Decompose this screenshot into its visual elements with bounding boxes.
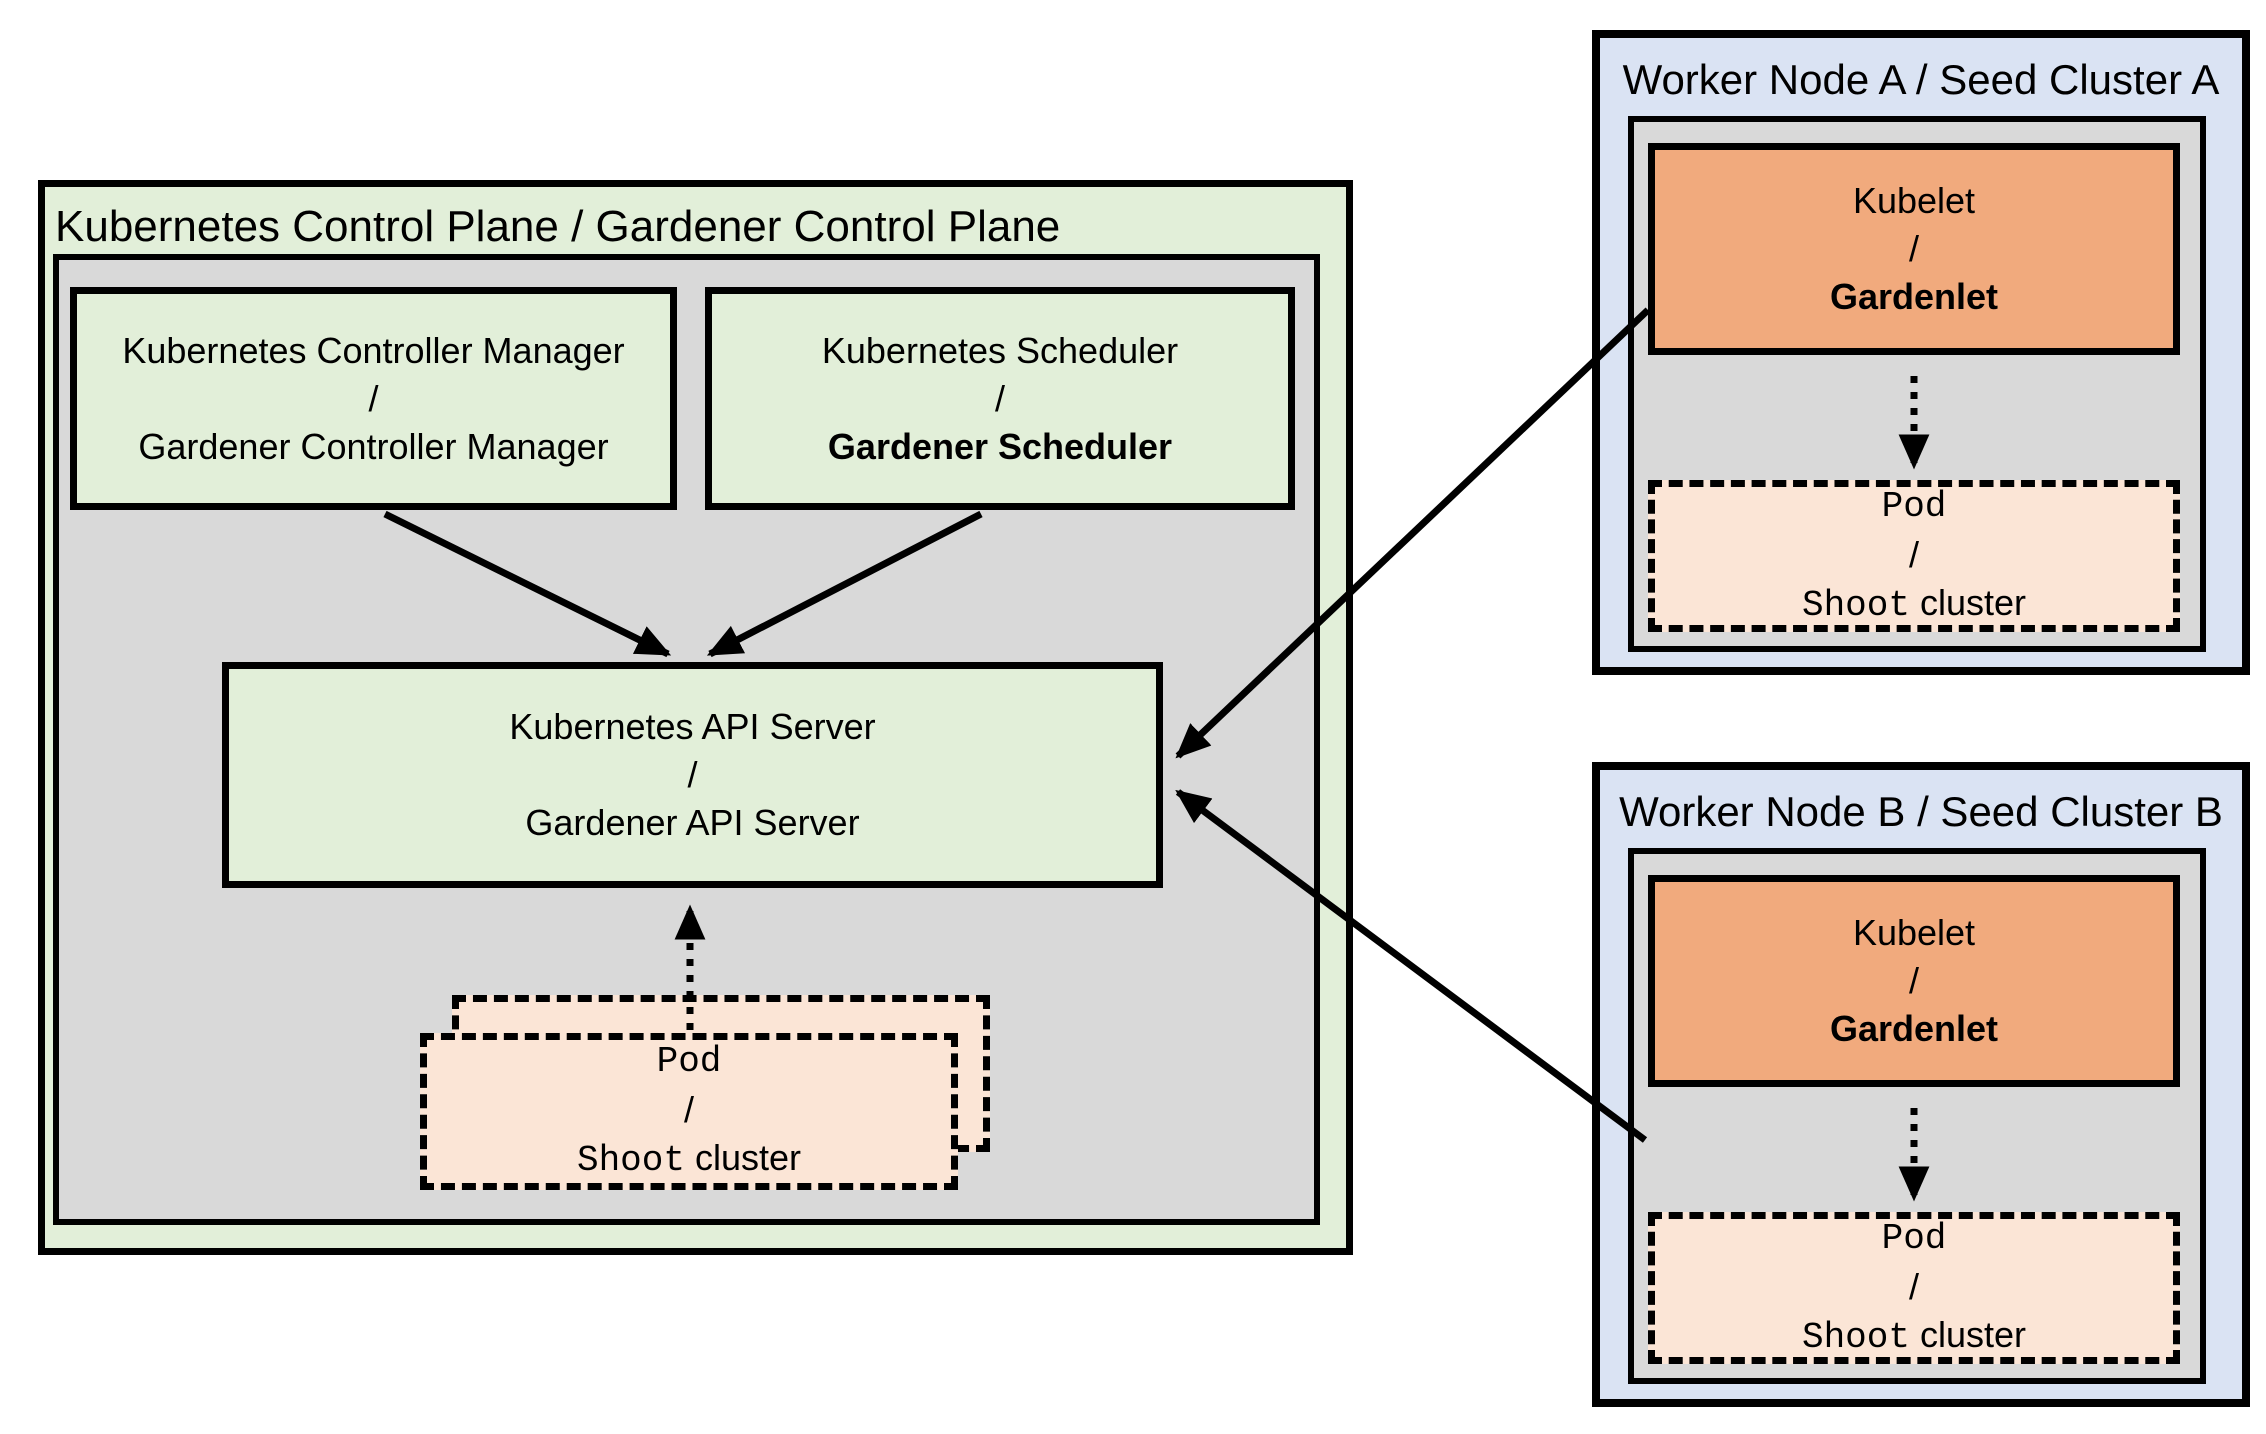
api-server-gardener-label: Gardener API Server (525, 802, 860, 843)
pod-label: Pod (656, 1041, 722, 1082)
gardenlet-a-label: Gardenlet (1829, 276, 1999, 317)
controller-manager-kubernetes-label: Kubernetes Controller Manager (122, 329, 625, 371)
pod-b-separator: / (1908, 1265, 1919, 1307)
shoot-b-label: Shoot (1801, 1316, 1910, 1358)
kubelet-box-a: Kubelet / Gardenlet (1648, 143, 2180, 355)
shoot-label: Shoot (576, 1140, 685, 1181)
controller-manager-separator: / (368, 377, 379, 419)
pod-b-label: Pod (1881, 1217, 1947, 1259)
scheduler-box: Kubernetes Scheduler / Gardener Schedule… (705, 287, 1295, 510)
api-server-kubernetes-label: Kubernetes API Server (509, 706, 876, 747)
api-server-separator: / (687, 754, 698, 795)
pod-separator: / (683, 1089, 694, 1130)
scheduler-gardener-label: Gardener Scheduler (827, 425, 1173, 467)
pod-a-label: Pod (1881, 485, 1947, 527)
cluster-label: cluster (695, 1137, 802, 1178)
kubelet-b-label: Kubelet (1852, 912, 1976, 953)
cluster-a-label: cluster (1920, 581, 2027, 623)
api-server-box: Kubernetes API Server / Gardener API Ser… (222, 662, 1163, 888)
controller-manager-box: Kubernetes Controller Manager / Gardener… (70, 287, 677, 510)
kubelet-a-separator: / (1908, 228, 1919, 269)
shoot-a-label: Shoot (1801, 584, 1910, 626)
control-plane-title: Kubernetes Control Plane / Gardener Cont… (55, 202, 1061, 251)
worker-node-a-title: Worker Node A / Seed Cluster A (1622, 56, 2220, 103)
scheduler-separator: / (994, 377, 1005, 419)
kubelet-b-separator: / (1908, 960, 1919, 1001)
kubelet-a-label: Kubelet (1852, 180, 1976, 221)
controller-manager-gardener-label: Gardener Controller Manager (138, 425, 609, 467)
worker-node-b-title: Worker Node B / Seed Cluster B (1619, 788, 2223, 835)
kubelet-box-b: Kubelet / Gardenlet (1648, 875, 2180, 1087)
gardenlet-b-label: Gardenlet (1829, 1008, 1999, 1049)
cluster-b-label: cluster (1920, 1313, 2027, 1355)
pod-a-separator: / (1908, 533, 1919, 575)
scheduler-kubernetes-label: Kubernetes Scheduler (821, 329, 1179, 371)
